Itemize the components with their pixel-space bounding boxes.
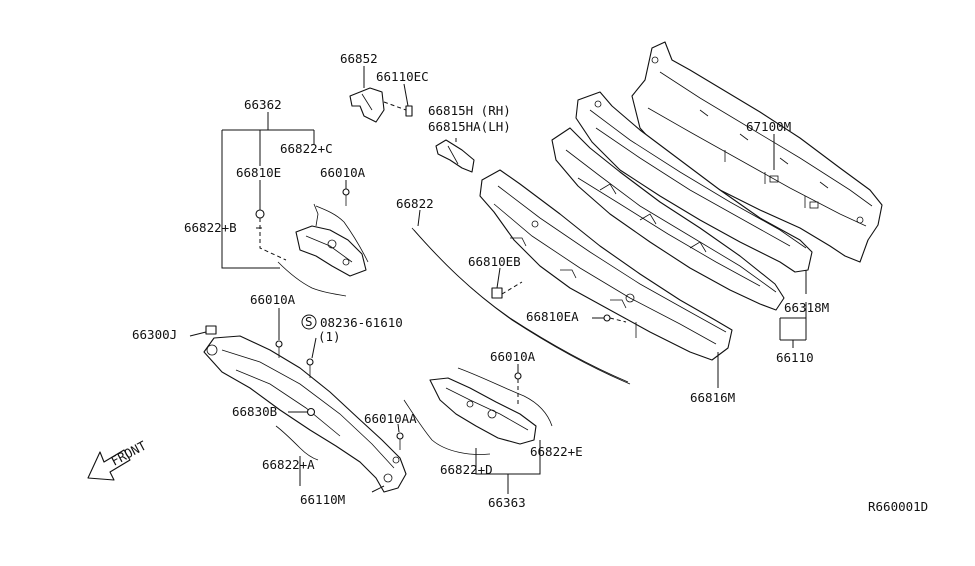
part-66110EC-bolt <box>383 101 413 117</box>
part-66822C-seal <box>315 205 369 263</box>
label-66110M: 66110M <box>300 492 345 507</box>
label-66810E: 66810E <box>236 165 281 180</box>
part-66816M <box>479 169 733 361</box>
part-66822E-seal <box>457 367 553 427</box>
part-66830B-clip <box>306 407 316 417</box>
label-66852: 66852 <box>340 51 378 66</box>
label-66822B: 66822+B <box>184 220 237 235</box>
part-66822-seal-edge <box>413 229 631 385</box>
leader-lines <box>189 66 807 494</box>
label-66318M: 66318M <box>784 300 829 315</box>
label-66822C: 66822+C <box>280 141 333 156</box>
part-66110 <box>551 127 785 311</box>
screw-symbol-letter: S <box>305 314 313 329</box>
label-66815HA: 66815HA(LH) <box>428 119 511 134</box>
part-66852 <box>349 87 385 123</box>
label-66822: 66822 <box>396 196 434 211</box>
label-66362: 66362 <box>244 97 282 112</box>
label-08236-qty: (1) <box>318 329 341 344</box>
label-front: FRONT <box>108 438 149 469</box>
part-67100M <box>631 41 883 263</box>
label-66110: 66110 <box>776 350 814 365</box>
part-66300J <box>205 325 217 335</box>
label-66822A: 66822+A <box>262 457 315 472</box>
diagram-id: R660001D <box>868 499 928 514</box>
part-66010AA-clip <box>396 432 404 450</box>
label-66822E: 66822+E <box>530 444 583 459</box>
labels: 66852 66110EC 66815H (RH) 66815HA(LH) 66… <box>108 51 928 514</box>
part-66815H <box>435 139 475 173</box>
label-66810EB: 66810EB <box>468 254 521 269</box>
part-66822B-seal <box>277 261 347 297</box>
part-66010A-mid-clip <box>275 340 283 358</box>
part-66822D-seal <box>403 399 491 455</box>
part-66810E-clip <box>255 209 287 261</box>
label-66010A-top: 66010A <box>320 165 366 180</box>
label-66010AA: 66010AA <box>364 411 417 426</box>
label-66810EA: 66810EA <box>526 309 579 324</box>
label-08236-61610: 08236-61610 <box>320 315 403 330</box>
label-66010A-mid: 66010A <box>250 292 296 307</box>
part-66010A-top-clip <box>342 188 350 206</box>
label-67100M: 67100M <box>746 119 791 134</box>
part-66810EB-clip <box>491 281 523 299</box>
part-66362 <box>295 203 367 277</box>
part-66010A-low-clip <box>514 372 522 404</box>
part-66363 <box>429 377 537 445</box>
label-66300J: 66300J <box>132 327 177 342</box>
front-arrow <box>87 449 131 481</box>
part-66318M <box>575 91 813 273</box>
label-66830B: 66830B <box>232 404 277 419</box>
label-66010A-low: 66010A <box>490 349 536 364</box>
part-08236-61610-screw <box>301 314 317 378</box>
label-66816M: 66816M <box>690 390 735 405</box>
label-66815H: 66815H (RH) <box>428 103 511 118</box>
part-66110M <box>203 335 407 493</box>
part-66822A-seal <box>275 425 319 461</box>
screw-symbol-circle <box>301 314 317 330</box>
label-66110EC: 66110EC <box>376 69 429 84</box>
label-66363: 66363 <box>488 495 526 510</box>
label-66822D: 66822+D <box>440 462 493 477</box>
